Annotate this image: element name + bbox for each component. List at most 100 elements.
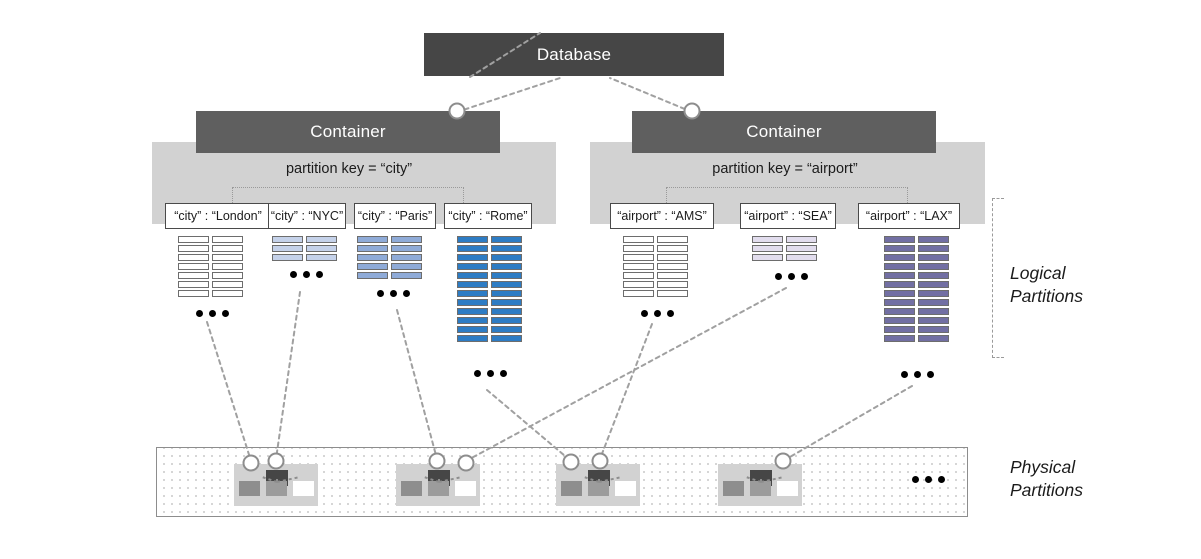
doc-item: [491, 299, 522, 306]
doc-item: [391, 254, 422, 261]
doc-row: [457, 245, 522, 252]
doc-row: [623, 236, 688, 243]
doc-row: [623, 263, 688, 270]
doc-item: [212, 263, 243, 270]
physical-partition-leaf-3b: [588, 481, 609, 496]
doc-item: [752, 245, 783, 252]
doc-item: [918, 326, 949, 333]
container-box-city[interactable]: Container: [196, 111, 500, 153]
doc-row: [884, 317, 949, 324]
doc-item: [918, 245, 949, 252]
doc-item: [212, 254, 243, 261]
doc-item: [178, 281, 209, 288]
partition-key-chip-rome[interactable]: “city” : “Rome”: [444, 203, 532, 229]
doc-item: [918, 254, 949, 261]
logical-partitions-label-line2: Partitions: [1010, 286, 1083, 307]
doc-row: [178, 290, 243, 297]
doc-row: [357, 272, 422, 279]
doc-row: [884, 308, 949, 315]
doc-item: [884, 263, 915, 270]
doc-item: [623, 272, 654, 279]
doc-row: [884, 335, 949, 342]
doc-row: [357, 254, 422, 261]
doc-row: [884, 281, 949, 288]
link-db-container-city: [456, 77, 561, 113]
doc-item: [357, 263, 388, 270]
doc-row: [457, 308, 522, 315]
container-label: Container: [310, 122, 386, 141]
doc-item: [918, 236, 949, 243]
doc-item: [657, 290, 688, 297]
ellipsis-sea: [775, 273, 808, 280]
doc-row: [752, 254, 817, 261]
doc-item: [212, 245, 243, 252]
link-ams-to-pp3: [599, 323, 653, 460]
database-box[interactable]: Database: [424, 33, 724, 76]
doc-row: [272, 254, 337, 261]
partition-key-chip-nyc[interactable]: “city” : “NYC”: [268, 203, 346, 229]
doc-row: [457, 281, 522, 288]
doc-item: [457, 326, 488, 333]
doc-item: [272, 245, 303, 252]
physical-partitions-label-line1: Physical: [1010, 457, 1076, 477]
doc-item: [884, 335, 915, 342]
doc-item: [457, 236, 488, 243]
doc-item: [884, 299, 915, 306]
doc-stack-ams: [623, 236, 688, 297]
doc-item: [657, 245, 688, 252]
partition-key-label-airport: partition key = “airport”: [712, 161, 858, 177]
doc-row: [457, 299, 522, 306]
doc-item: [178, 245, 209, 252]
ellipsis-nyc: [290, 271, 323, 278]
partition-key-chip-ams[interactable]: “airport” : “AMS”: [610, 203, 714, 229]
doc-item: [391, 263, 422, 270]
doc-item: [306, 245, 337, 252]
partition-key-chip-sea[interactable]: “airport” : “SEA”: [740, 203, 836, 229]
doc-stack-nyc: [272, 236, 337, 261]
doc-item: [884, 236, 915, 243]
doc-item: [491, 272, 522, 279]
doc-row: [457, 317, 522, 324]
partition-key-chip-paris[interactable]: “city” : “Paris”: [354, 203, 436, 229]
physical-partition-leaf-2c: [455, 481, 476, 496]
doc-item: [357, 272, 388, 279]
partition-bracket-city: [232, 187, 464, 203]
partition-key-label-city: partition key = “city”: [285, 161, 413, 177]
physical-partition-leaf-4b: [750, 481, 771, 496]
doc-item: [491, 326, 522, 333]
doc-item: [306, 236, 337, 243]
doc-item: [491, 335, 522, 342]
doc-stack-sea: [752, 236, 817, 261]
doc-stack-rome: [457, 236, 522, 342]
doc-item: [457, 335, 488, 342]
doc-row: [752, 236, 817, 243]
physical-partition-leaf-4a: [723, 481, 744, 496]
doc-item: [884, 254, 915, 261]
ellipsis-physical-partitions: [912, 476, 945, 483]
doc-row: [357, 263, 422, 270]
doc-item: [212, 236, 243, 243]
link-nyc-to-pp1: [275, 291, 301, 460]
partition-key-chip-london[interactable]: “city” : “London”: [165, 203, 271, 229]
doc-item: [884, 281, 915, 288]
doc-item: [657, 263, 688, 270]
doc-item: [623, 290, 654, 297]
link-paris-to-pp2: [396, 309, 438, 460]
doc-stack-london: [178, 236, 243, 297]
doc-item: [457, 308, 488, 315]
doc-row: [623, 254, 688, 261]
doc-item: [491, 245, 522, 252]
doc-item: [884, 245, 915, 252]
physical-partition-leaf-3c: [615, 481, 636, 496]
doc-item: [491, 236, 522, 243]
doc-item: [918, 335, 949, 342]
doc-item: [391, 245, 422, 252]
doc-item: [918, 263, 949, 270]
doc-item: [457, 317, 488, 324]
doc-row: [272, 236, 337, 243]
doc-item: [457, 254, 488, 261]
partition-key-chip-lax[interactable]: “airport” : “LAX”: [858, 203, 960, 229]
doc-item: [212, 272, 243, 279]
doc-item: [272, 236, 303, 243]
container-box-airport[interactable]: Container: [632, 111, 936, 153]
